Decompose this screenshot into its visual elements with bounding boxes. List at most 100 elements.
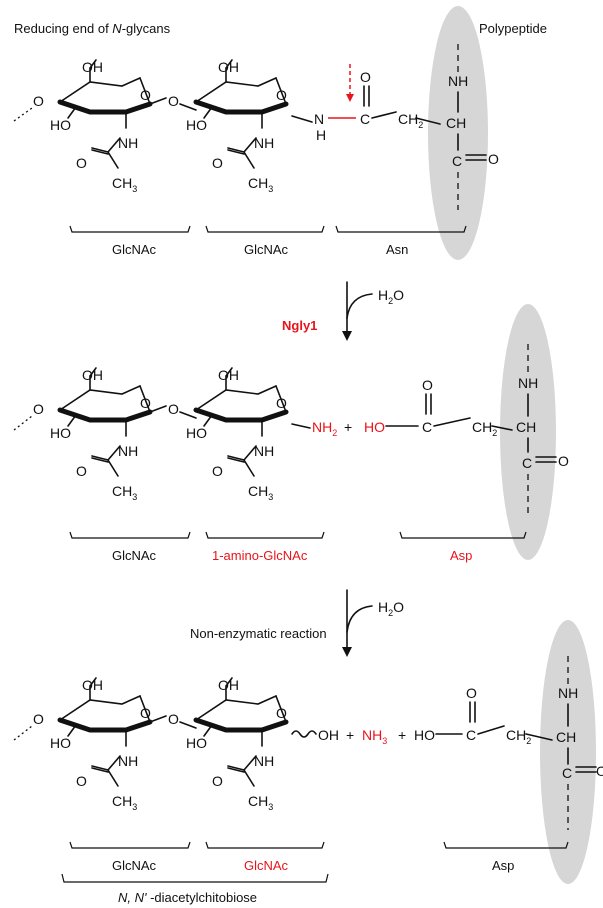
glcnac-ring-5 [60,678,150,786]
glcnac-label-3a: GlcNAc [112,858,157,873]
asn-nh: NH [448,73,468,89]
ch3-sugar-5: CH3 [112,793,137,812]
ring-o-sugar-6: O [276,705,287,721]
ch3-sugar-2: CH3 [248,175,273,194]
asp-backbone-o: O [558,453,569,469]
polypeptide-ellipse-2 [500,304,556,560]
plus-sign-2: + [346,727,354,743]
glcnac-ring-1 [60,60,150,168]
ho-sugar-5: HO [50,735,71,751]
ch3-sugar-3: CH3 [112,483,137,502]
oh-sugar-6: OH [218,677,239,693]
glycosidic-o-1: O [33,93,44,109]
asp-alpha-ch-2: CH [556,729,576,745]
asn-backbone-o: O [488,151,499,167]
asp-carboxyl-c-2: C [466,727,476,743]
carbonyl-o-sugar-4: O [212,463,223,479]
glcnac-ring-3 [60,368,150,476]
ch3-sugar-4: CH3 [248,483,273,502]
plus-sign-1: + [344,419,352,435]
asn-label: Asn [386,242,408,257]
nh-sugar-4: NH [254,443,274,459]
asp-backbone-c-2: C [562,765,572,781]
glycosidic-o-6: O [168,711,179,727]
asn-ch2: CH2 [398,111,423,130]
glcnac-label-1b: GlcNAc [244,242,289,257]
carbonyl-o-sugar-1: O [76,155,87,171]
ring-o-sugar-5: O [140,705,151,721]
asp-ho: HO [364,419,385,435]
ring-o-sugar-3: O [140,395,151,411]
asn-carbonyl-c: C [360,111,370,127]
carbonyl-o-sugar-3: O [76,463,87,479]
reaction-arrow-2: H2O Non-enzymatic reaction [190,589,404,657]
water-1: H2O [378,287,404,306]
oh-sugar-5: OH [82,677,103,693]
glycosidic-o-2: O [168,93,179,109]
nh-sugar-2: NH [254,135,274,151]
nh2-amine: NH2 [312,419,337,438]
glycosidic-o-3: O [33,401,44,417]
oh-sugar-4: OH [218,367,239,383]
asp-backbone-o-2: O [596,763,603,779]
ammonia: NH3 [362,727,387,746]
glcnac-label-3b: GlcNAc [244,858,289,873]
plus-sign-3: + [398,727,406,743]
ch3-sugar-1: CH3 [112,175,137,194]
ho-sugar-4: HO [186,425,207,441]
ngly1-enzyme-label: Ngly1 [282,318,317,333]
ring-o-sugar-4: O [276,395,287,411]
carbonyl-o-sugar-2: O [212,155,223,171]
ch3-sugar-6: CH3 [248,793,273,812]
non-enzymatic-label: Non-enzymatic reaction [190,626,327,641]
nh-sugar-1: NH [118,135,138,151]
asp-ho-2: HO [414,727,435,743]
glcnac-label-1a: GlcNAc [112,242,157,257]
glcnac-ring-6 [196,678,286,786]
anomeric-oh: OH [318,727,339,743]
asp-alpha-ch: CH [516,419,536,435]
glycan-chain-continuation [13,107,33,122]
ho-sugar-6: HO [186,735,207,751]
row-3-products: O OH HO O NH O CH3 O OH HO O NH O CH3 OH… [13,620,603,905]
asp-label-2: Asp [492,858,514,873]
oh-sugar-1: OH [82,59,103,75]
glcnac-label-2a: GlcNAc [112,548,157,563]
asp-carboxyl-c: C [422,419,432,435]
anomeric-wavy-bond [291,730,317,738]
reducing-end-label: Reducing end of N-glycans [14,21,171,36]
oh-sugar-3: OH [82,367,103,383]
asp-backbone-c: C [522,455,532,471]
nh-sugar-5: NH [118,753,138,769]
water-2: H2O [378,599,404,618]
reaction-arrow-1: H2O Ngly1 [282,281,404,341]
ring-o-sugar-1: O [140,87,151,103]
asp-nh: NH [518,375,538,391]
oh-sugar-2: OH [218,59,239,75]
amide-hydrogen: H [316,127,326,143]
asp-nh-2: NH [558,685,578,701]
ho-sugar-1: HO [50,117,71,133]
glycosidic-o-4: O [168,401,179,417]
amino-glcnac-label: 1-amino-GlcNAc [212,548,308,563]
amide-nitrogen: N [314,111,324,127]
nh-sugar-3: NH [118,443,138,459]
ring-o-sugar-2: O [276,87,287,103]
asn-alpha-ch: CH [446,115,466,131]
glcnac-ring-2 [196,60,286,168]
asp-carboxyl-o-2: O [466,685,477,701]
asn-backbone-c: C [452,153,462,169]
nh-sugar-6: NH [254,753,274,769]
asp-carboxyl-o: O [422,377,433,393]
glcnac-ring-4 [196,368,286,476]
ho-sugar-2: HO [186,117,207,133]
asp-ch2: CH2 [472,419,497,438]
chitobiose-label: N, N' -diacetylchitobiose [118,890,257,905]
asp-ch2-2: CH2 [506,727,531,746]
carbonyl-o-sugar-5: O [76,773,87,789]
glycosidic-o-5: O [33,711,44,727]
polypeptide-ellipse-1 [428,6,488,260]
row-2-products: O OH HO O NH O CH3 O OH HO O NH O CH3 NH… [13,304,569,563]
asn-carbonyl-o: O [360,69,371,85]
